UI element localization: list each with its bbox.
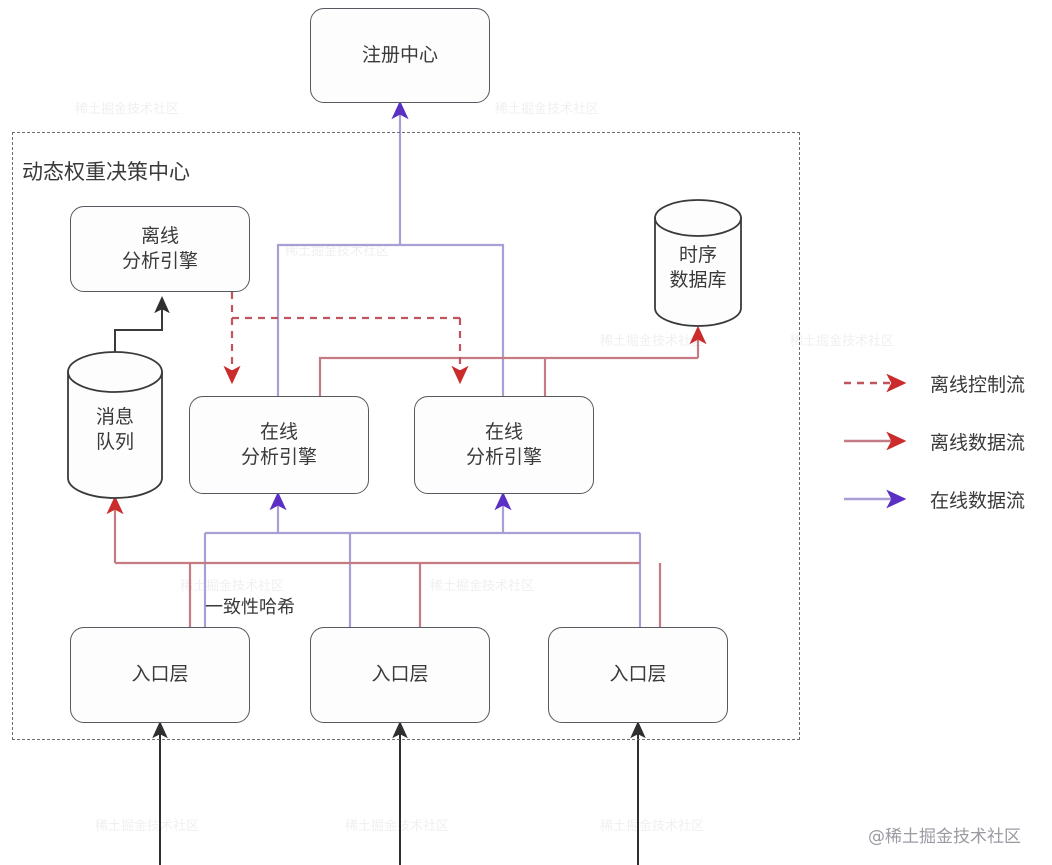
legend-label-offline-control: 离线控制流 <box>930 373 1026 396</box>
node-tsdb[interactable]: 时序 数据库 <box>655 200 741 326</box>
tsdb-shape <box>654 199 742 327</box>
legend-swatch-dashed <box>842 373 914 393</box>
watermark: @稀土掘金技术社区 <box>868 827 1021 847</box>
node-offline-engine-label: 离线 分析引擎 <box>121 224 198 272</box>
node-entry-layer-3-label: 入口层 <box>609 663 667 686</box>
legend-swatch-solid-red <box>842 431 914 451</box>
node-entry-layer-1[interactable]: 入口层 <box>70 627 250 723</box>
container-title: 动态权重决策中心 <box>22 160 190 184</box>
node-message-queue-label: 消息 队列 <box>95 405 134 453</box>
node-registry[interactable]: 注册中心 <box>310 8 490 103</box>
legend-item-online-data: 在线数据流 <box>842 486 1025 512</box>
node-entry-layer-3[interactable]: 入口层 <box>548 627 728 723</box>
legend-item-offline-data: 离线数据流 <box>842 428 1025 454</box>
node-offline-engine[interactable]: 离线 分析引擎 <box>70 206 250 292</box>
legend-swatch-solid-purple <box>842 489 914 509</box>
legend-label-offline-data: 离线数据流 <box>930 431 1026 454</box>
legend-label-online-data: 在线数据流 <box>930 489 1026 512</box>
node-tsdb-label: 时序 数据库 <box>669 243 727 291</box>
node-registry-label: 注册中心 <box>361 43 438 66</box>
node-entry-layer-2-label: 入口层 <box>371 663 429 686</box>
node-message-queue[interactable]: 消息 队列 <box>68 352 162 498</box>
edge-label-consistent-hash: 一致性哈希 <box>205 597 295 618</box>
node-entry-layer-2[interactable]: 入口层 <box>310 627 490 723</box>
node-online-engine-2-label: 在线 分析引擎 <box>465 420 542 468</box>
legend: 离线控制流 离线数据流 <box>842 360 1042 520</box>
node-online-engine-2[interactable]: 在线 分析引擎 <box>414 396 594 494</box>
node-online-engine-1[interactable]: 在线 分析引擎 <box>189 396 369 494</box>
legend-item-offline-control: 离线控制流 <box>842 370 1025 396</box>
dynamic-weight-decision-center-region <box>12 132 800 740</box>
node-online-engine-1-label: 在线 分析引擎 <box>240 420 317 468</box>
message-queue-shape <box>67 351 163 499</box>
node-entry-layer-1-label: 入口层 <box>131 663 189 686</box>
